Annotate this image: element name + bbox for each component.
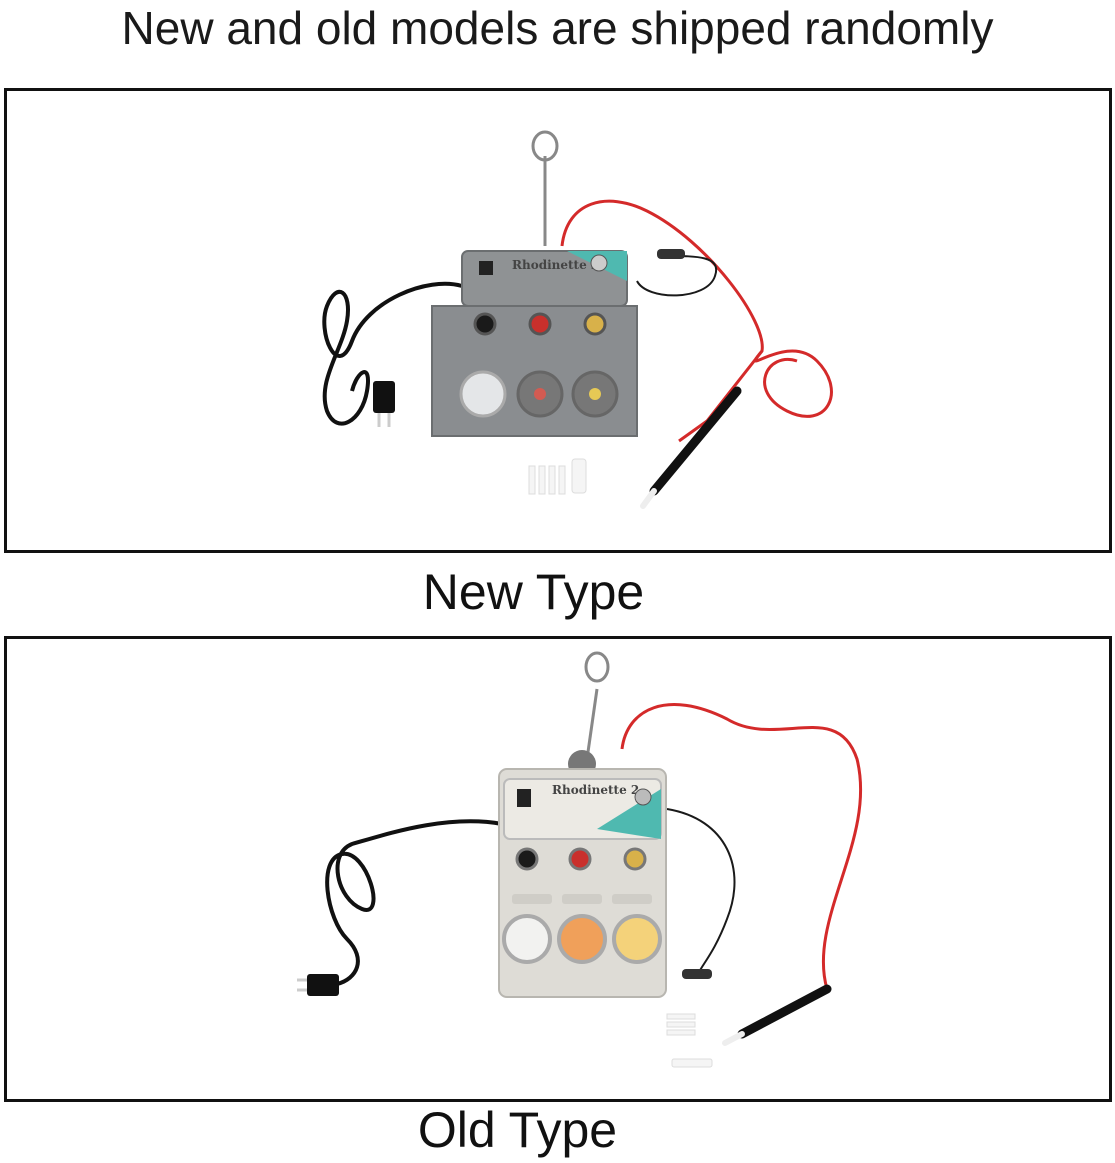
plating-pen-icon — [649, 386, 742, 496]
felt-tips-icon — [666, 1013, 713, 1068]
page-title: New and old models are shipped randomly — [121, 2, 994, 54]
power-switch-icon — [479, 261, 493, 275]
cup-yellow-icon — [612, 914, 662, 964]
knob-icon — [590, 254, 608, 272]
cup-clear-icon — [459, 370, 507, 418]
cup-yellow-icon — [589, 388, 601, 400]
old-type-panel: Rhodinette 2 — [4, 636, 1112, 1102]
old-type-caption: Old Type — [417, 1102, 618, 1158]
plug-icon — [307, 974, 339, 996]
cup-orange-icon — [557, 914, 607, 964]
felt-tips-icon — [528, 458, 587, 495]
ring-holder-icon — [584, 651, 610, 683]
cup-red-icon — [534, 388, 546, 400]
new-type-device-image: Rhodinette 2 — [322, 130, 833, 509]
plating-pen-icon — [737, 984, 832, 1039]
plug-icon — [373, 381, 395, 413]
device-brand-label: Rhodinette 2 — [552, 783, 639, 797]
knob-icon — [634, 788, 652, 806]
old-type-device-image: Rhodinette 2 — [297, 651, 863, 1068]
cup-clear-icon — [502, 914, 552, 964]
alligator-clip-icon — [682, 969, 712, 979]
new-type-panel: Rhodinette 2 — [4, 88, 1112, 553]
ring-holder-icon — [531, 130, 559, 162]
alligator-clip-icon — [657, 249, 685, 259]
device-brand-label: Rhodinette 2 — [512, 258, 599, 272]
new-type-caption: New Type — [422, 564, 645, 620]
power-switch-icon — [517, 789, 531, 807]
